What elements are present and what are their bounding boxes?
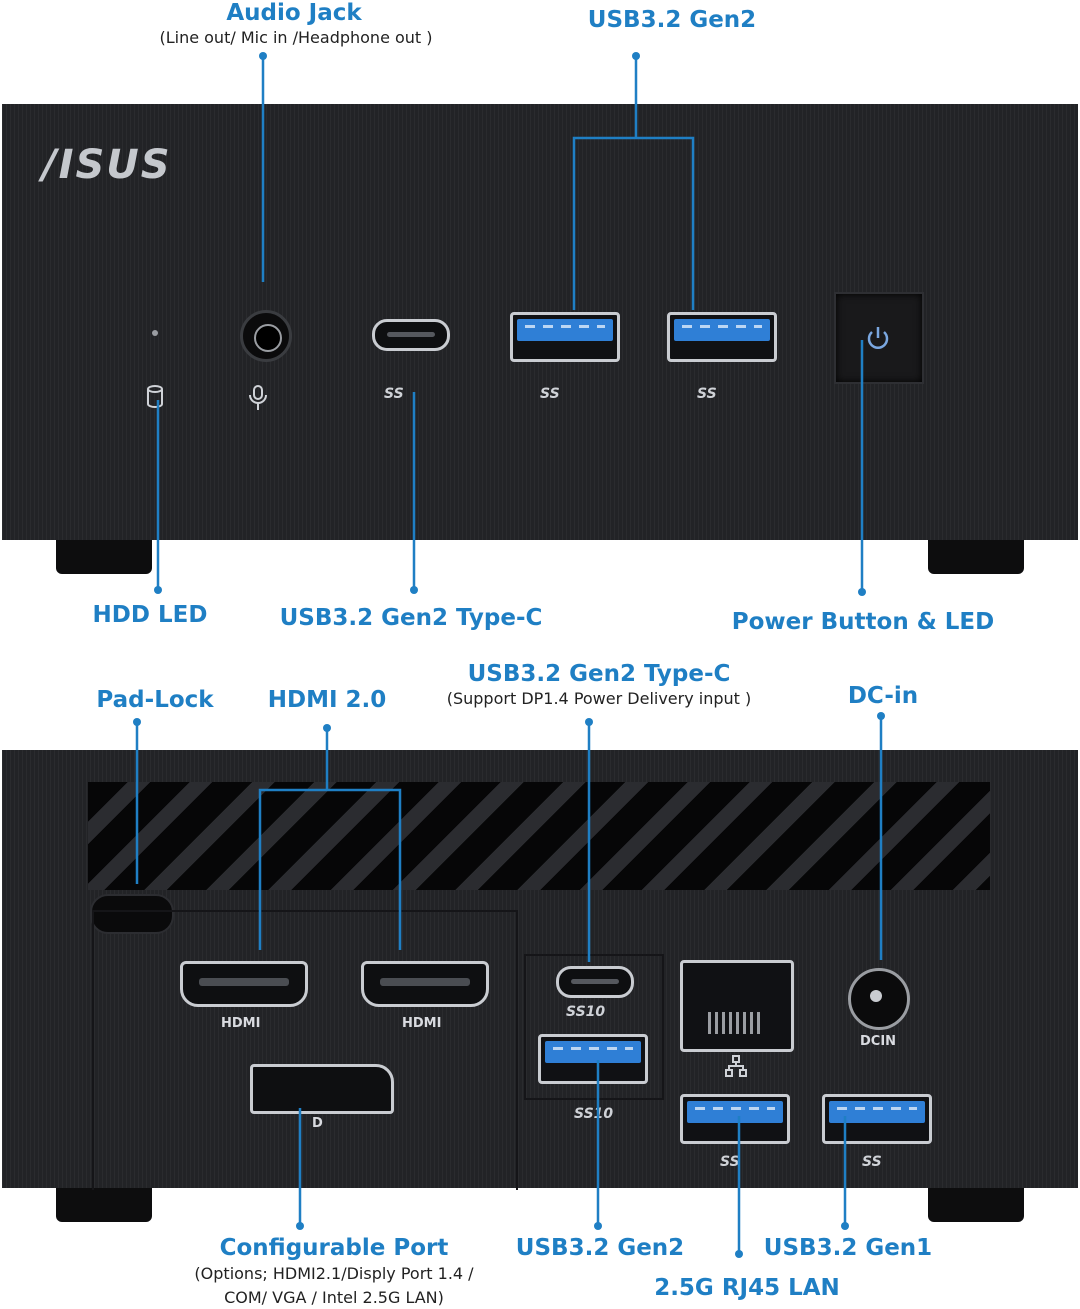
displayport-icon: D [312, 1116, 323, 1131]
label-usb-gen2-rear: USB3.2 Gen2 [515, 1235, 685, 1261]
rear-foot-right [928, 1188, 1024, 1222]
rear-vent [88, 782, 990, 890]
hdd-icon [147, 385, 163, 408]
pad-lock [90, 894, 174, 934]
front-usb-c-port [372, 319, 450, 351]
rj45-port [680, 960, 794, 1052]
label-hdd-led: HDD LED [92, 602, 208, 628]
label-audio-jack-sub: (Line out/ Mic in /Headphone out ) [159, 28, 433, 47]
hdmi-2-label: HDMI [402, 1016, 442, 1031]
microphone-icon [249, 385, 267, 410]
front-foot-left [56, 540, 152, 574]
rear-usba-gen2-ss-mark: SS10 [574, 1106, 614, 1122]
rear-usb-group [524, 954, 664, 1100]
front-usba2-ss-mark: SS [697, 386, 717, 402]
dcin-label: DCIN [860, 1034, 897, 1049]
rear-foot-left [56, 1188, 152, 1222]
rear-usba-lan-ss-mark: SS [720, 1154, 740, 1170]
audio-jack-hole [254, 324, 282, 352]
label-rj45-lan: 2.5G RJ45 LAN [654, 1275, 840, 1301]
front-foot-right [928, 540, 1024, 574]
label-configurable-port: Configurable Port [219, 1235, 449, 1261]
label-configurable-sub2: COM/ VGA / Intel 2.5G LAN) [224, 1288, 444, 1307]
hdmi-port-2 [361, 961, 489, 1007]
front-usb-a-port-2 [667, 312, 777, 362]
hdd-led [152, 330, 158, 336]
rj45-contacts [708, 1012, 762, 1034]
dc-in-pin [870, 990, 882, 1002]
label-power-button: Power Button & LED [731, 609, 995, 635]
label-usb-gen1: USB3.2 Gen1 [763, 1235, 933, 1261]
label-usb-gen2-front: USB3.2 Gen2 [587, 7, 757, 33]
front-usbc-ss-mark: SS [384, 386, 404, 402]
label-pad-lock: Pad-Lock [96, 687, 214, 713]
rear-usba-gen1-ss-mark: SS [862, 1154, 882, 1170]
label-dc-in: DC-in [847, 683, 919, 709]
rear-usb-a-gen2 [538, 1034, 648, 1084]
label-usb-typec-front: USB3.2 Gen2 Type-C [279, 605, 543, 631]
front-usba1-ss-mark: SS [540, 386, 560, 402]
audio-jack [240, 310, 292, 362]
hdmi-port-1 [180, 961, 308, 1007]
label-usb-typec-rear-sub: (Support DP1.4 Power Delivery input ) [446, 689, 752, 708]
rear-usb-a-under-lan [680, 1094, 790, 1144]
rear-usbc-ss-mark: SS10 [566, 1004, 606, 1020]
asus-logo: /ISUS [42, 142, 172, 188]
hdmi-1-label: HDMI [221, 1016, 261, 1031]
front-usb-a-port-1 [510, 312, 620, 362]
rear-usb-a-gen1 [822, 1094, 932, 1144]
label-hdmi: HDMI 2.0 [267, 687, 387, 713]
configurable-displayport [250, 1064, 394, 1114]
configurable-panel [92, 910, 518, 1190]
network-icon [725, 1055, 747, 1077]
power-icon [867, 327, 889, 349]
rear-usb-c-port [556, 966, 634, 998]
label-configurable-sub1: (Options; HDMI2.1/Disply Port 1.4 / [194, 1264, 474, 1283]
label-audio-jack: Audio Jack [226, 0, 362, 26]
label-usb-typec-rear: USB3.2 Gen2 Type-C [467, 661, 731, 687]
